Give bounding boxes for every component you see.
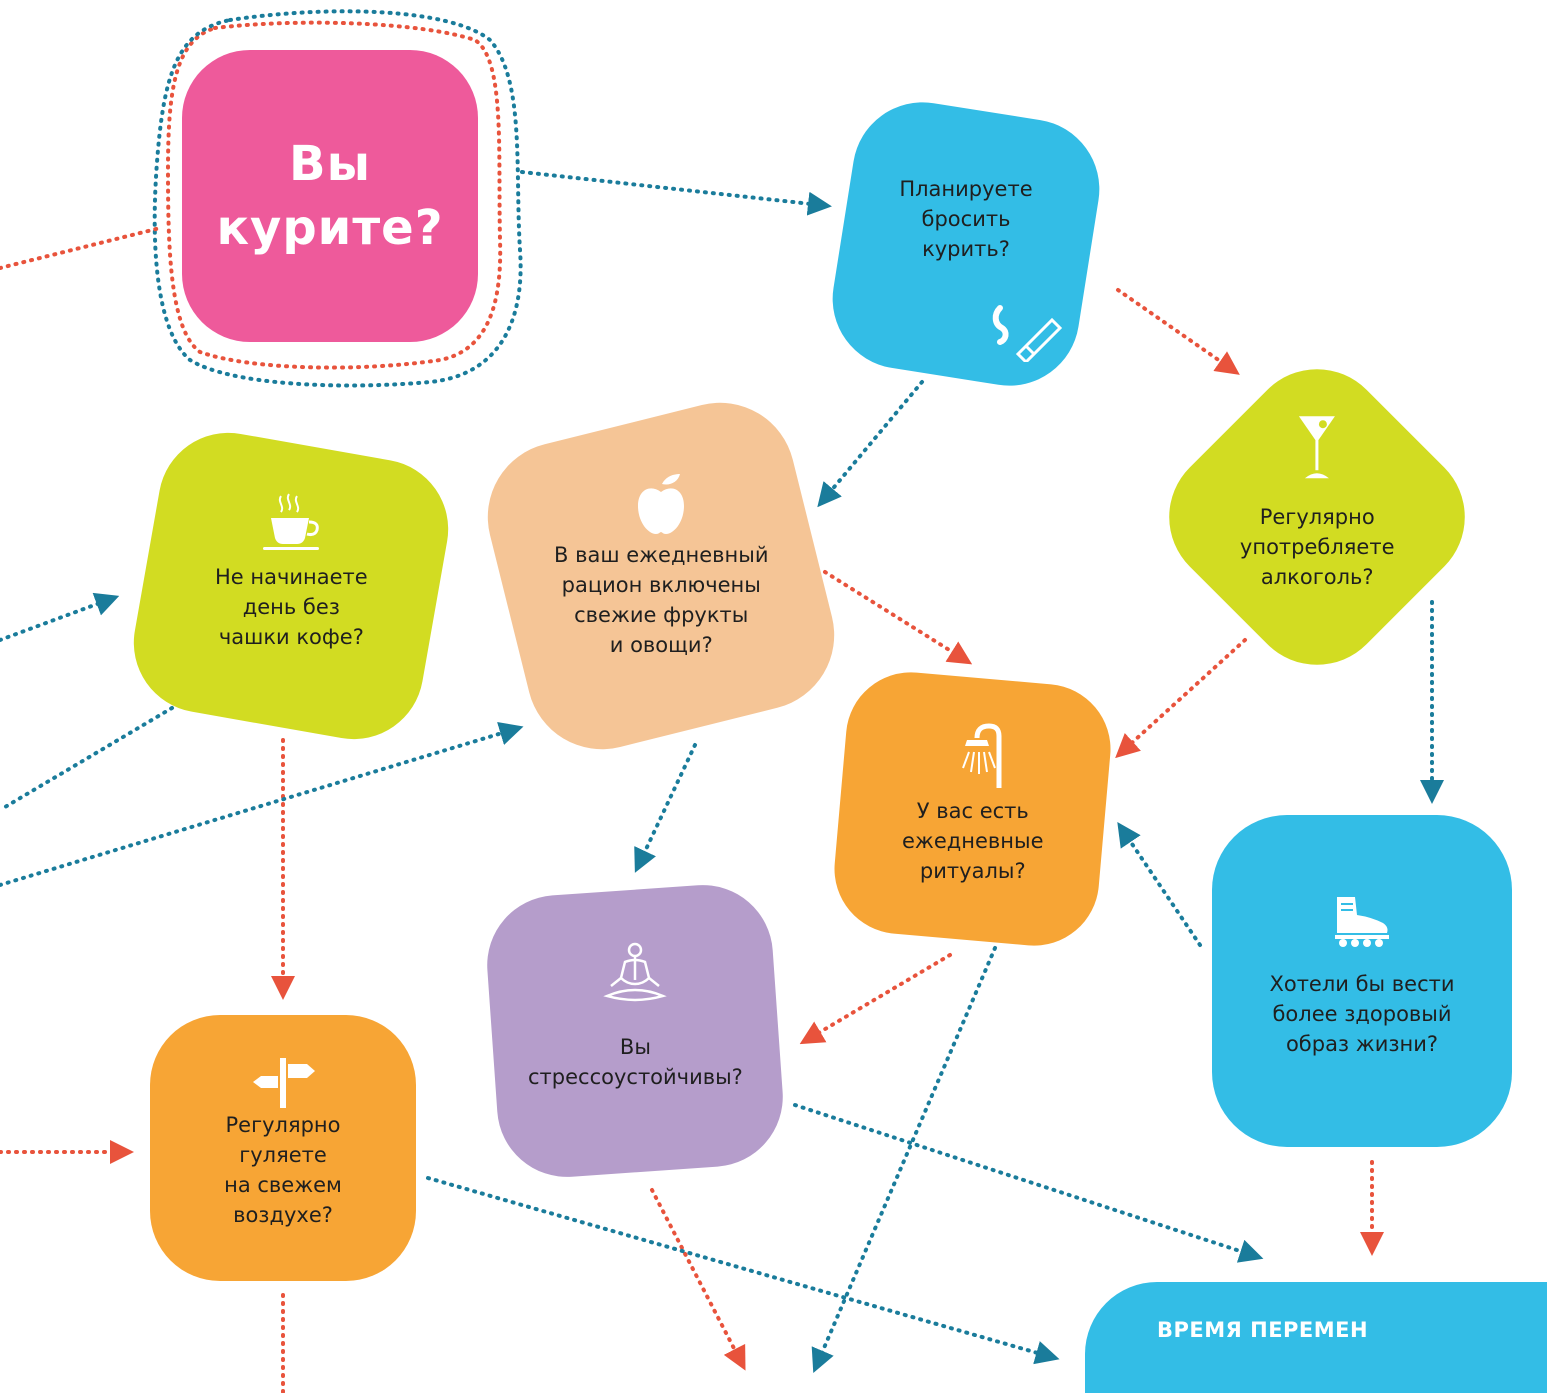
arrow-coffee-left [0,706,174,812]
arrow-fruit-to-rituals [823,570,973,665]
node-quit: Планируете бросить курить? [822,92,1110,396]
smoke-outline-red [165,20,503,370]
node-coffee-label: Не начинаете день без чашки кофе? [214,565,368,649]
signpost-icon [253,1058,315,1108]
node-healthy: Хотели бы вести более здоровый образ жиз… [1212,815,1512,1147]
arrow-healthy-to-rituals [1117,822,1202,947]
arrow-walk-to-banner [426,1176,1060,1365]
shower-icon [961,723,1001,788]
node-rituals-label: У вас есть ежедневные ритуалы? [901,798,1044,883]
node-fruit-label: В ваш ежедневный рацион включены свежие … [553,543,769,658]
banner-label: ВРЕМЯ ПЕРЕМЕН [1157,1318,1369,1342]
arrow-stress-down [650,1188,746,1371]
arrow-fruit-to-stress [634,743,697,873]
banner-time-for-change: ВРЕМЯ ПЕРЕМЕН [1085,1282,1547,1393]
node-alcohol-label: Регулярно употребляете алкоголь? [1239,504,1395,589]
arrow-left-to-smoke [0,226,162,270]
coffee-cup-icon [263,493,319,550]
arrow-smoke-to-quit [520,170,832,216]
meditation-icon [603,942,667,1002]
martini-glass-icon [1298,415,1335,478]
arrow-quit-to-fruit [817,380,924,508]
node-rituals: У вас есть ежедневные ритуалы? [829,666,1116,952]
arrow-rituals-to-stress [799,953,952,1045]
arrow-left-to-coffee [0,592,120,642]
node-stress-label: Вы стрессоустойчивы? [527,1035,743,1089]
arrow-stress-to-banner [793,1103,1264,1263]
arrow-quit-to-alcohol [1116,288,1240,375]
node-coffee: Не начинаете день без чашки кофе? [122,421,460,751]
node-fruit: В ваш ежедневный рацион включены свежие … [471,386,851,766]
node-healthy-label: Хотели бы вести более здоровый образ жиз… [1269,972,1455,1056]
smoke-outline-teal [152,9,523,388]
cigarette-icon [992,305,1062,362]
node-quit-label: Планируете бросить курить? [899,177,1033,261]
node-smoke: Вы курите? [182,50,478,342]
apple-icon [637,474,684,535]
node-alcohol: Регулярно употребляете алкоголь? [1140,340,1494,694]
arrow-alcohol-to-rituals [1115,638,1247,759]
node-stress: Вы стрессоустойчивы? [482,880,788,1182]
node-walk-label: Регулярно гуляете на свежем воздухе? [224,1113,342,1227]
node-smoke-label: Вы курите? [216,136,444,256]
arrow-left-to-fruit [0,721,524,887]
node-walk: Регулярно гуляете на свежем воздухе? [150,1015,416,1281]
arrow-rituals-down [811,946,997,1374]
roller-skate-icon [1335,897,1389,947]
